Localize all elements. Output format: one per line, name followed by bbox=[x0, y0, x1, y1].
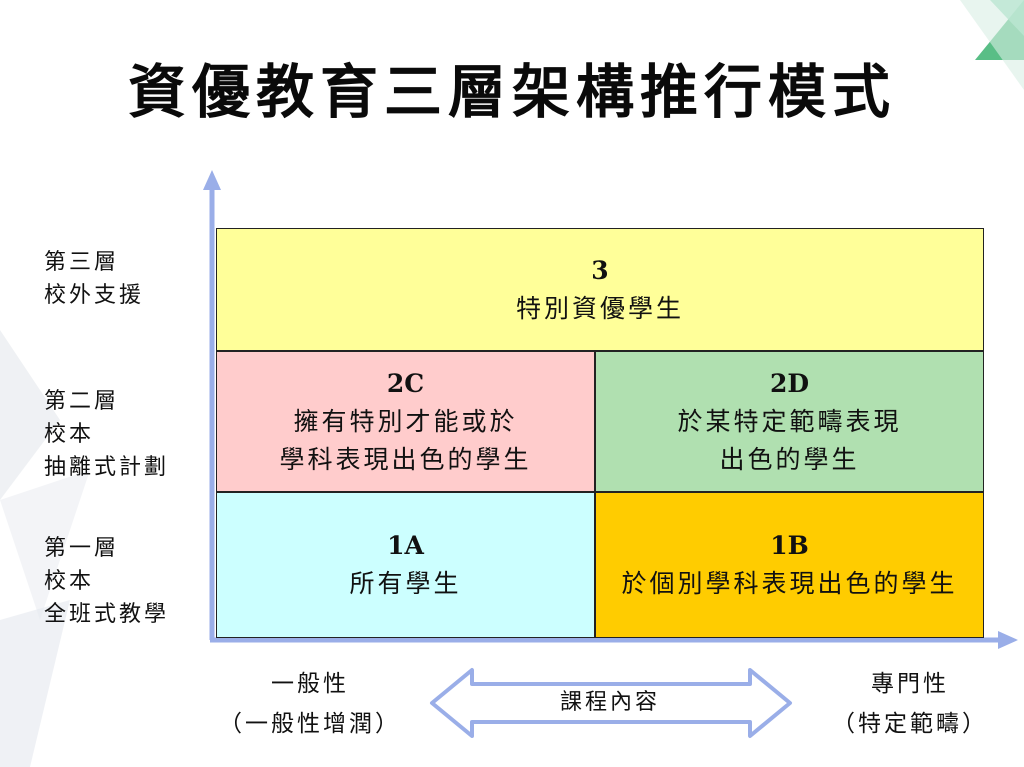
tier-label-line: 校本 bbox=[44, 569, 95, 594]
cell-text: 特別資優學生 bbox=[515, 293, 684, 323]
tier-label-line: 第二層 bbox=[44, 389, 120, 414]
cell-tier-1b: 1B 於個別學科表現出色的學生 bbox=[595, 492, 984, 638]
cell-code: 1A bbox=[387, 531, 424, 560]
x-axis-label-specialized: 專門性 （特定範疇） bbox=[820, 664, 1000, 744]
tier-label-line: 全班式教學 bbox=[44, 602, 170, 627]
cell-code: 2D bbox=[769, 368, 810, 398]
cell-text: 擁有特別才能或於 bbox=[293, 406, 518, 436]
x-label-line: 專門性 bbox=[871, 671, 949, 697]
x-axis-arrowhead bbox=[998, 631, 1018, 649]
cell-text: 於某特定範疇表現 bbox=[677, 406, 902, 436]
cell-tier-2d: 2D 於某特定範疇表現 出色的學生 bbox=[595, 351, 984, 492]
tier-label-line: 第一層 bbox=[44, 536, 120, 561]
tier-label-line: 抽離式計劃 bbox=[44, 455, 170, 480]
cell-text: 於個別學科表現出色的學生 bbox=[621, 569, 958, 598]
tier-label-line: 校本 bbox=[44, 422, 95, 447]
tier-label-3: 第三層 校外支援 bbox=[44, 246, 144, 312]
cell-text: 學科表現出色的學生 bbox=[279, 444, 532, 474]
page-title: 資優教育三層架構推行模式 bbox=[127, 58, 896, 126]
tier-label-line: 第三層 bbox=[44, 250, 120, 275]
cell-text: 所有學生 bbox=[349, 569, 462, 598]
cell-code: 1B bbox=[770, 531, 809, 560]
tier-label-2: 第二層 校本 抽離式計劃 bbox=[44, 385, 169, 484]
x-label-line: （一般性增潤） bbox=[219, 711, 401, 737]
y-axis-arrowhead bbox=[203, 170, 221, 190]
x-label-line: 一般性 bbox=[271, 671, 349, 697]
cell-code: 2C bbox=[386, 368, 425, 398]
tier-label-1: 第一層 校本 全班式教學 bbox=[44, 532, 169, 631]
x-axis-label-general: 一般性 （一般性增潤） bbox=[200, 664, 420, 744]
cell-tier-2c: 2C 擁有特別才能或於 學科表現出色的學生 bbox=[216, 351, 595, 492]
tier-label-line: 校外支援 bbox=[44, 283, 145, 308]
double-arrow-shape bbox=[430, 668, 792, 738]
curriculum-content-label: 課程內容 bbox=[559, 690, 660, 715]
cell-text: 出色的學生 bbox=[719, 444, 860, 474]
cell-tier-3: 3 特別資優學生 bbox=[216, 228, 984, 351]
cell-tier-1a: 1A 所有學生 bbox=[216, 492, 595, 638]
x-label-line: （特定範疇） bbox=[832, 711, 988, 737]
cell-code: 3 bbox=[591, 255, 609, 285]
